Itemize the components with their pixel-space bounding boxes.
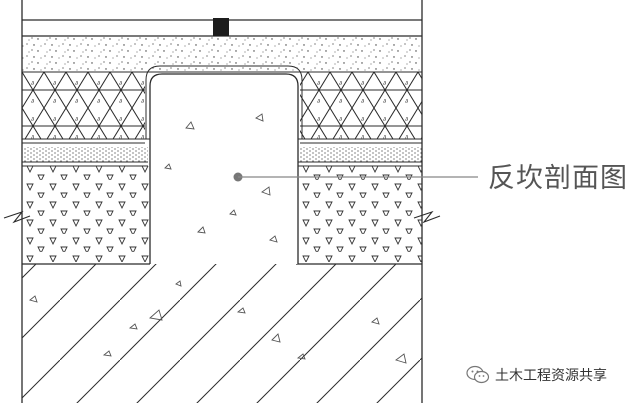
watermark: 土木工程资源共享 bbox=[466, 364, 607, 386]
screed-layer bbox=[22, 36, 422, 72]
fill-layer-left bbox=[22, 166, 150, 262]
wechat-icon bbox=[466, 365, 490, 384]
fill-layer-right bbox=[296, 166, 422, 262]
left-break-mark bbox=[3, 210, 31, 224]
structural-slab bbox=[22, 258, 422, 403]
watermark-text: 土木工程资源共享 bbox=[495, 368, 607, 384]
fine-dot-layer-left bbox=[22, 147, 148, 162]
right-break-mark bbox=[413, 210, 441, 224]
curb-outline bbox=[149, 73, 299, 264]
fine-dot-layer-right bbox=[298, 147, 422, 162]
curb-inner-outline bbox=[145, 65, 303, 139]
insulation-layer-left bbox=[22, 72, 145, 139]
callout-label: 反坎剖面图 bbox=[488, 163, 628, 194]
concrete-aggregate bbox=[29, 113, 407, 364]
insulation-layer-right bbox=[300, 72, 422, 139]
dark-strip bbox=[213, 18, 229, 36]
